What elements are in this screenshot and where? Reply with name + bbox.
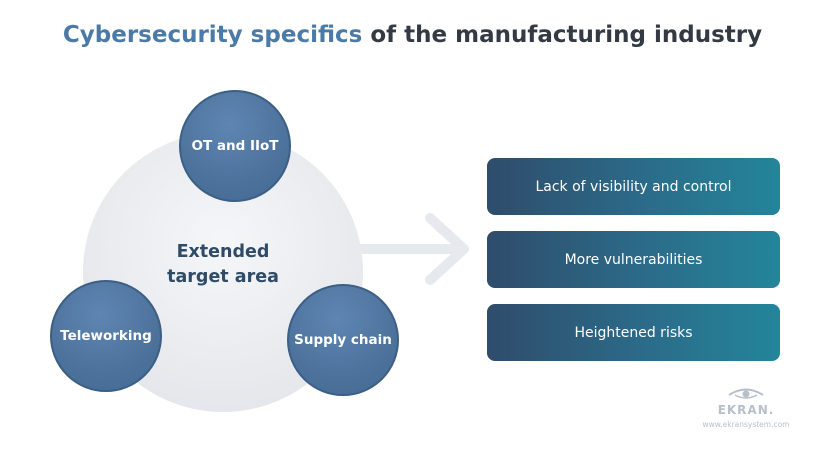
box-label: Lack of visibility and control <box>535 178 732 195</box>
eye-icon <box>728 388 764 399</box>
circle-supply-chain: Supply chain <box>287 284 399 396</box>
box-lack-of-visibility: Lack of visibility and control <box>487 158 780 215</box>
box-more-vulnerabilities: More vulnerabilities <box>487 231 780 288</box>
circle-supply-chain-label: Supply chain <box>294 332 392 348</box>
logo-name: EKRAN. <box>717 403 775 417</box>
arrow-right-icon <box>360 213 469 285</box>
box-label: Heightened risks <box>574 324 693 341</box>
title-accent: Cybersecurity specifics <box>62 22 363 48</box>
circle-ot-iiot: OT and IIoT <box>179 90 291 202</box>
box-label: More vulnerabilities <box>564 251 703 268</box>
circle-teleworking-label: Teleworking <box>60 328 152 344</box>
box-heightened-risks: Heightened risks <box>487 304 780 361</box>
logo-url: www.ekransystem.com <box>702 420 790 429</box>
center-label-line1: Extended <box>176 242 270 262</box>
center-label: Extended target area <box>123 240 323 290</box>
circle-teleworking: Teleworking <box>50 280 162 392</box>
ekran-logo: EKRAN. www.ekransystem.com <box>690 386 802 429</box>
title-rest: of the manufacturing industry <box>362 22 763 48</box>
center-label-line2: target area <box>167 267 279 287</box>
circle-ot-iiot-label: OT and IIoT <box>191 138 279 154</box>
page-title: Cybersecurity specifics of the manufactu… <box>0 22 825 48</box>
